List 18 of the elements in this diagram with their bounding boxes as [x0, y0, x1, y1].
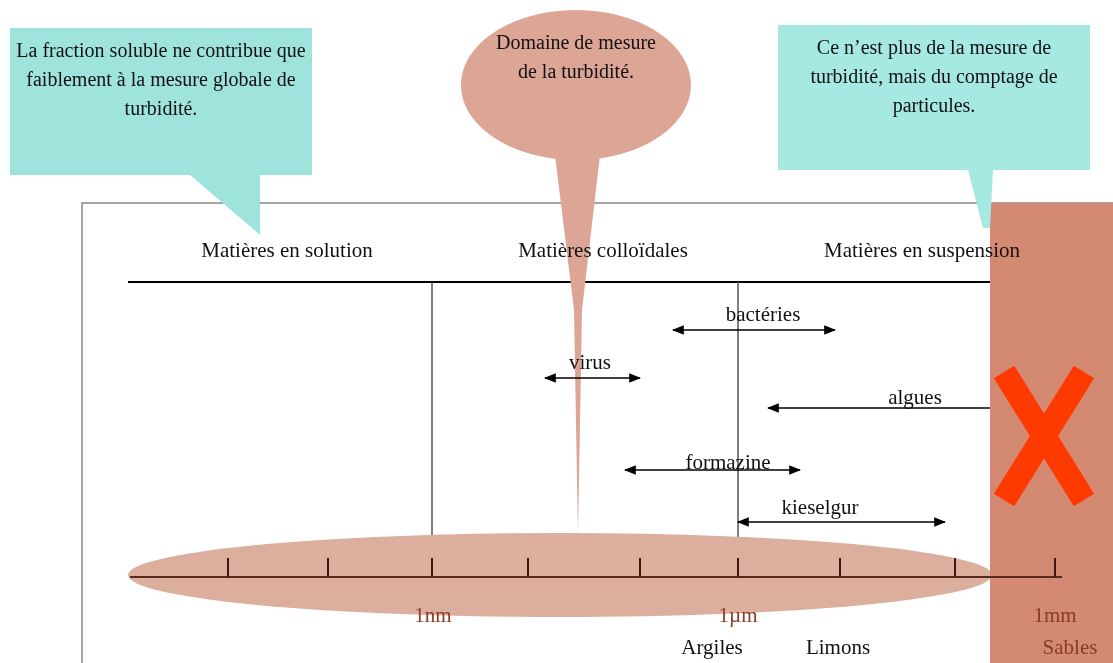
size-class-label: Argiles [681, 635, 743, 660]
scale-tick-label: 1µm [718, 603, 758, 628]
callout-text: Domaine de mesure de la turbidité. [495, 30, 657, 84]
range-label: algues [888, 385, 942, 410]
callout-text: La fraction soluble ne contribue que faiblement à la mesure globale de turbidité. [15, 38, 307, 121]
range-label: virus [569, 350, 611, 375]
column-heading: Matières en solution [201, 238, 373, 263]
speech-bubble [10, 28, 315, 238]
range-label: kieselgur [781, 495, 859, 520]
range-label: bactéries [725, 302, 801, 327]
size-class-label: Limons [805, 635, 871, 660]
scale-tick-label: 1mm [1033, 603, 1077, 628]
size-class-label: Sables [1042, 635, 1098, 660]
speech-bubble [778, 25, 1093, 230]
scale-tick-label: 1nm [414, 603, 452, 628]
column-heading: Matières colloïdales [518, 238, 688, 263]
callout-text: Ce n’est plus de la mesure de turbidité, mais du comptage de particules. [809, 35, 1059, 119]
range-label: formazine [685, 450, 771, 475]
